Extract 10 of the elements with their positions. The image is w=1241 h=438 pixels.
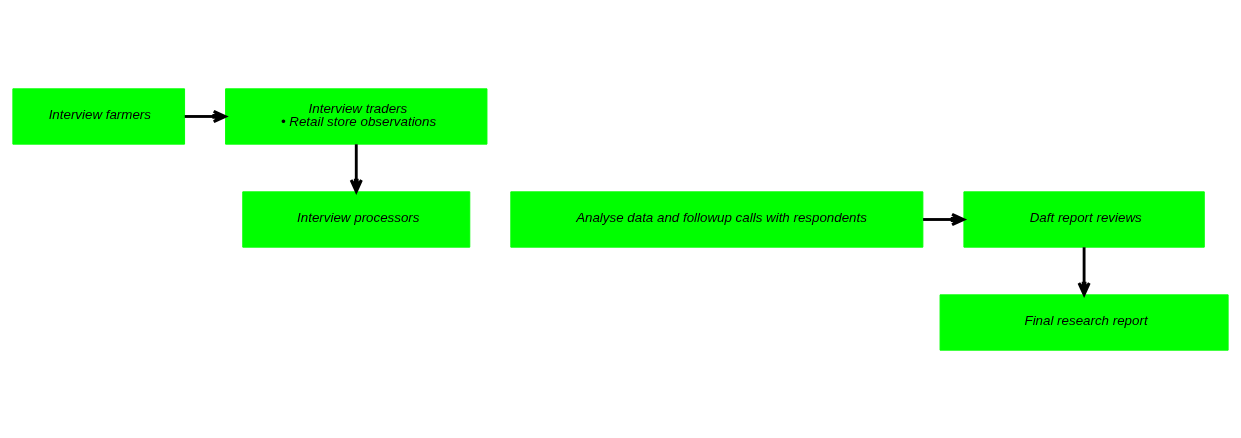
arrow [184, 109, 227, 123]
arrow [349, 143, 363, 193]
arrow [923, 212, 966, 226]
node-box: Interview farmers [12, 87, 186, 145]
node-box: Daft report reviews [963, 190, 1205, 248]
node-box: Interview processors [242, 190, 471, 248]
node-box: Final research report [939, 293, 1229, 351]
arrow [1077, 246, 1091, 296]
node-box: Interview traders • Retail store observations [225, 87, 488, 145]
node-box: Analyse data and followup calls with respondents [510, 190, 924, 248]
